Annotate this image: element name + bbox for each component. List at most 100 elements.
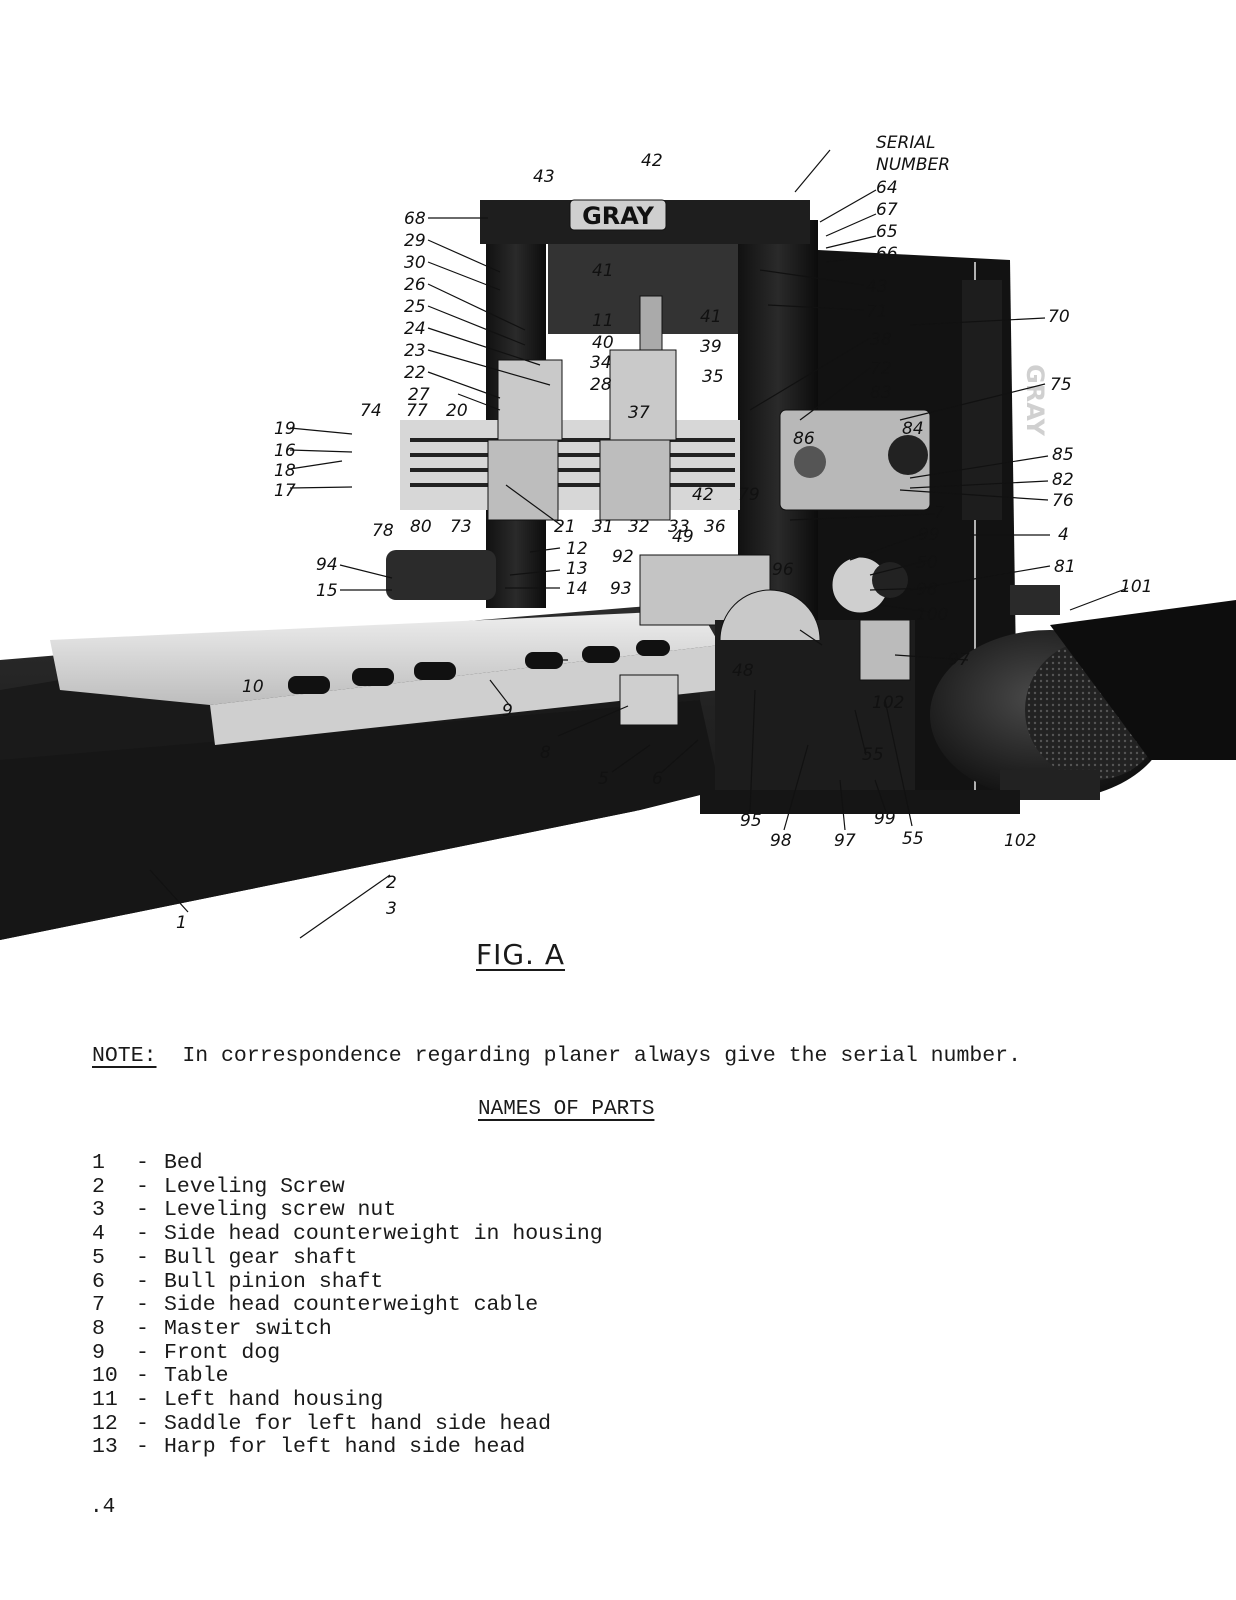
callout-label: 75: [1050, 375, 1072, 395]
part-name: Table: [164, 1364, 229, 1389]
page-number: .4: [90, 1496, 116, 1519]
parts-heading: NAMES OF PARTS: [478, 1098, 655, 1121]
callout-label: 94: [316, 555, 338, 575]
callout-label: 86: [793, 429, 815, 449]
callout-label: 13: [566, 559, 588, 579]
callout-label: 74: [360, 401, 382, 421]
part-number: 3: [92, 1198, 105, 1223]
left-rail-head: [487, 439, 559, 521]
callout-label: 24: [404, 319, 426, 339]
callout-label: 31: [592, 517, 614, 537]
callout-label: 26: [404, 275, 426, 295]
callout-label: 70: [1048, 307, 1070, 327]
callout-label: 84: [902, 419, 924, 439]
callout-label: 50: [916, 553, 938, 573]
callout-label: 20: [446, 401, 468, 421]
part-item: 6-Bull pinion shaft: [92, 1269, 384, 1294]
callout-label: 55: [902, 829, 924, 849]
callout-label: 34: [590, 353, 612, 373]
callout-label: 39: [700, 337, 722, 357]
callout-label: 81: [1054, 557, 1076, 577]
callout-label: 73: [450, 517, 472, 537]
callout-label: 97: [834, 831, 856, 851]
callout-label: 97: [948, 650, 970, 670]
table-slots: [288, 640, 670, 694]
planer-machine-illustration: GRAY GRAY: [0, 133, 1236, 940]
part-name: Leveling screw nut: [164, 1198, 397, 1223]
part-number: 13: [92, 1435, 118, 1460]
callout-label: 49: [672, 527, 694, 547]
part-number: 12: [92, 1411, 118, 1436]
callout-label: 95: [740, 811, 762, 831]
figure-callout-labels: SERIAL NUMBER 42 43 64 67 65 66 68 29 30…: [176, 133, 1152, 933]
callout-label: 67: [876, 200, 898, 220]
side-head: [779, 409, 931, 511]
callout-label: 1: [176, 913, 187, 933]
part-item: 11-Left hand housing: [92, 1388, 384, 1413]
callout-label: 6: [652, 769, 663, 789]
callout-label: 22: [404, 363, 426, 383]
callout-label: 9: [502, 701, 513, 721]
callout-label: 7: [934, 503, 945, 523]
callout-label: 4: [1058, 525, 1069, 545]
callout-label: 64: [876, 178, 898, 198]
callout-label: 72: [870, 359, 892, 379]
callout-label: 99: [874, 809, 896, 829]
callout-label: 37: [628, 403, 650, 423]
callout-label: 25: [404, 297, 426, 317]
part-number: 6: [92, 1269, 105, 1294]
part-number: 1: [92, 1151, 105, 1175]
left-side-motor: [386, 550, 496, 600]
callout-label: 30: [404, 253, 426, 273]
callout-label: 18: [274, 461, 296, 481]
callout-label: 12: [566, 539, 588, 559]
top-nameplate: [569, 199, 667, 231]
figure-callout-lines: [149, 149, 1129, 939]
callout-label: 43: [866, 277, 888, 297]
callout-label: 83: [870, 383, 892, 403]
callout-label: 100: [916, 605, 948, 625]
part-item: 7-Side head counterweight cable: [92, 1293, 539, 1318]
master-switch-box: [619, 674, 679, 726]
callout-label: 96: [772, 560, 794, 580]
callout-label: 41: [700, 307, 722, 327]
part-item: 5-Bull gear shaft: [92, 1245, 358, 1270]
part-item: 3-Leveling screw nut: [92, 1198, 397, 1223]
part-name: Leveling Screw: [164, 1174, 345, 1199]
part-name: Front dog: [164, 1340, 281, 1365]
callout-label: 42: [692, 485, 714, 505]
part-name: Side head counterweight cable: [164, 1293, 539, 1318]
callout-label: 78: [372, 521, 394, 541]
part-name: Harp for left hand side head: [164, 1435, 526, 1460]
callout-label: 43: [533, 167, 555, 187]
figure-caption: FIG. A: [476, 938, 566, 971]
part-item: 12-Saddle for left hand side head: [92, 1411, 552, 1436]
callout-label: 21: [554, 517, 576, 537]
callout-label: 38: [870, 330, 892, 350]
note-text: In correspondence regarding planer alway…: [182, 1044, 1021, 1068]
callout-label: 98: [770, 831, 792, 851]
callout-label: 99: [918, 525, 940, 545]
part-name: Left hand housing: [164, 1388, 384, 1413]
part-number: 7: [92, 1293, 105, 1318]
callout-label: 28: [590, 375, 612, 395]
callout-label: 11: [592, 311, 614, 331]
callout-label: 5: [598, 769, 609, 789]
callout-label: 82: [1052, 470, 1074, 490]
callout-label: 42: [641, 151, 663, 171]
callout-label: 23: [404, 341, 426, 361]
callout-label: 85: [1052, 445, 1074, 465]
right-rail-head: [599, 439, 671, 521]
callout-label: 16: [274, 441, 296, 461]
callout-label: 102: [872, 693, 904, 713]
part-number: 10: [92, 1364, 118, 1389]
callout-label: 66: [876, 244, 898, 264]
callout-label: 33: [668, 517, 690, 537]
part-item: 13-Harp for left hand side head: [92, 1435, 526, 1460]
parts-list: 1-Bed 2-Leveling Screw 3-Leveling screw …: [92, 1151, 603, 1460]
callout-label: 77: [406, 401, 428, 421]
callout-label: 41: [592, 261, 614, 281]
callout-serial-1: SERIAL: [876, 133, 935, 153]
callout-label: 92: [612, 547, 634, 567]
